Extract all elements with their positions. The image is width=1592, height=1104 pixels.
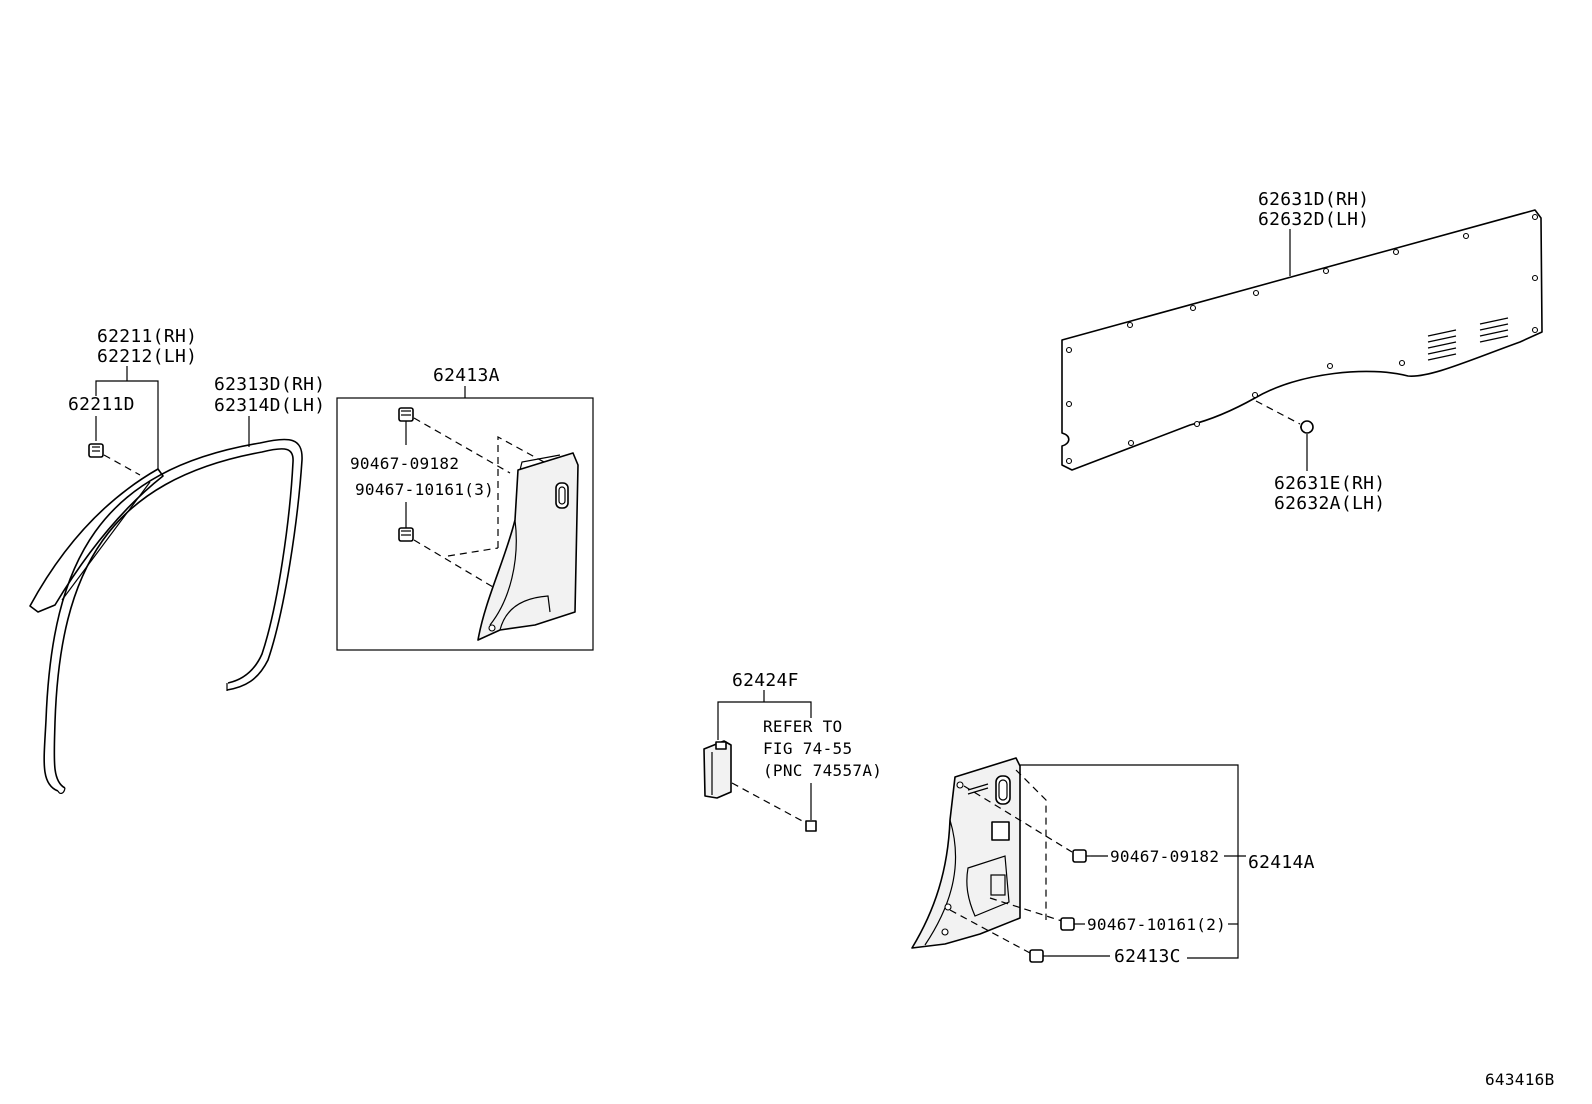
label-62413c: 62413C bbox=[1114, 946, 1181, 967]
label-62211-rh: 62211(RH) bbox=[97, 326, 197, 347]
label-62314d-lh: 62314D(LH) bbox=[214, 395, 325, 416]
fastener-62631e-icon bbox=[1300, 420, 1314, 434]
refer-text-line3: (PNC 74557A) bbox=[763, 761, 882, 780]
label-62632a-lh: 62632A(LH) bbox=[1274, 493, 1385, 514]
label-62413a: 62413A bbox=[433, 365, 500, 386]
trim-62413a-group: 62413A 90467-09182 90467-10161(3) bbox=[336, 365, 594, 651]
pillar-garnish-shape bbox=[29, 468, 164, 613]
label-clip-90467-10161-qty2: 90467-10161(2) bbox=[1087, 915, 1226, 934]
label-62414a: 62414A bbox=[1248, 852, 1315, 873]
refer-text-line1: REFER TO bbox=[763, 717, 842, 736]
label-clip-90467-09182-b: 90467-09182 bbox=[1110, 847, 1219, 866]
group-box-62413a bbox=[336, 397, 594, 651]
bracket-62424f-shape bbox=[703, 740, 732, 799]
clip-62211d-icon bbox=[88, 443, 104, 458]
quarter-trim-62413a-shape bbox=[477, 452, 579, 641]
label-62211d: 62211D bbox=[68, 394, 135, 415]
vent-grille-right bbox=[1479, 317, 1509, 343]
weatherstrip-shape bbox=[43, 438, 303, 792]
side-panel-62631d-group: 62631D(RH) 62632D(LH) bbox=[1061, 189, 1543, 514]
clip-90467-10161-b-icon bbox=[1060, 917, 1079, 931]
side-panel-62631d-shape bbox=[1061, 209, 1543, 471]
label-clip-90467-10161-qty3: 90467-10161(3) bbox=[355, 480, 494, 499]
label-62631d-rh: 62631D(RH) bbox=[1258, 189, 1369, 210]
refer-text-line2: FIG 74-55 bbox=[763, 739, 852, 758]
vent-grille-left bbox=[1427, 329, 1457, 361]
clip-90467-09182-icon bbox=[398, 407, 414, 422]
label-62632d-lh: 62632D(LH) bbox=[1258, 209, 1369, 230]
door-opening-trim-group: 62313D(RH) 62314D(LH) bbox=[43, 374, 325, 794]
label-62631e-rh: 62631E(RH) bbox=[1274, 473, 1385, 494]
pad-62424f-icon bbox=[805, 820, 817, 832]
panel-holes bbox=[1065, 213, 1539, 465]
label-62313d-rh: 62313D(RH) bbox=[214, 374, 325, 395]
label-62424f: 62424F bbox=[732, 670, 799, 691]
part-62424f-group: 62424F REFER TO FIG 74-55 (PNC 74557A) bbox=[703, 670, 882, 832]
clip-90467-10161-icon bbox=[398, 527, 414, 542]
clip-62413c-icon bbox=[1029, 949, 1048, 963]
clip-90467-09182-b-icon bbox=[1072, 849, 1091, 863]
pillar-garnish-group: 62211(RH) 62212(LH) 62211D bbox=[29, 326, 197, 613]
trim-62414a-group: 90467-09182 90467-10161(2) 62413C 62414A bbox=[911, 757, 1315, 967]
quarter-trim-62414a-shape bbox=[911, 757, 1021, 949]
label-62212-lh: 62212(LH) bbox=[97, 346, 197, 367]
label-clip-90467-09182: 90467-09182 bbox=[350, 454, 459, 473]
figure-code: 643416B bbox=[1485, 1070, 1555, 1089]
